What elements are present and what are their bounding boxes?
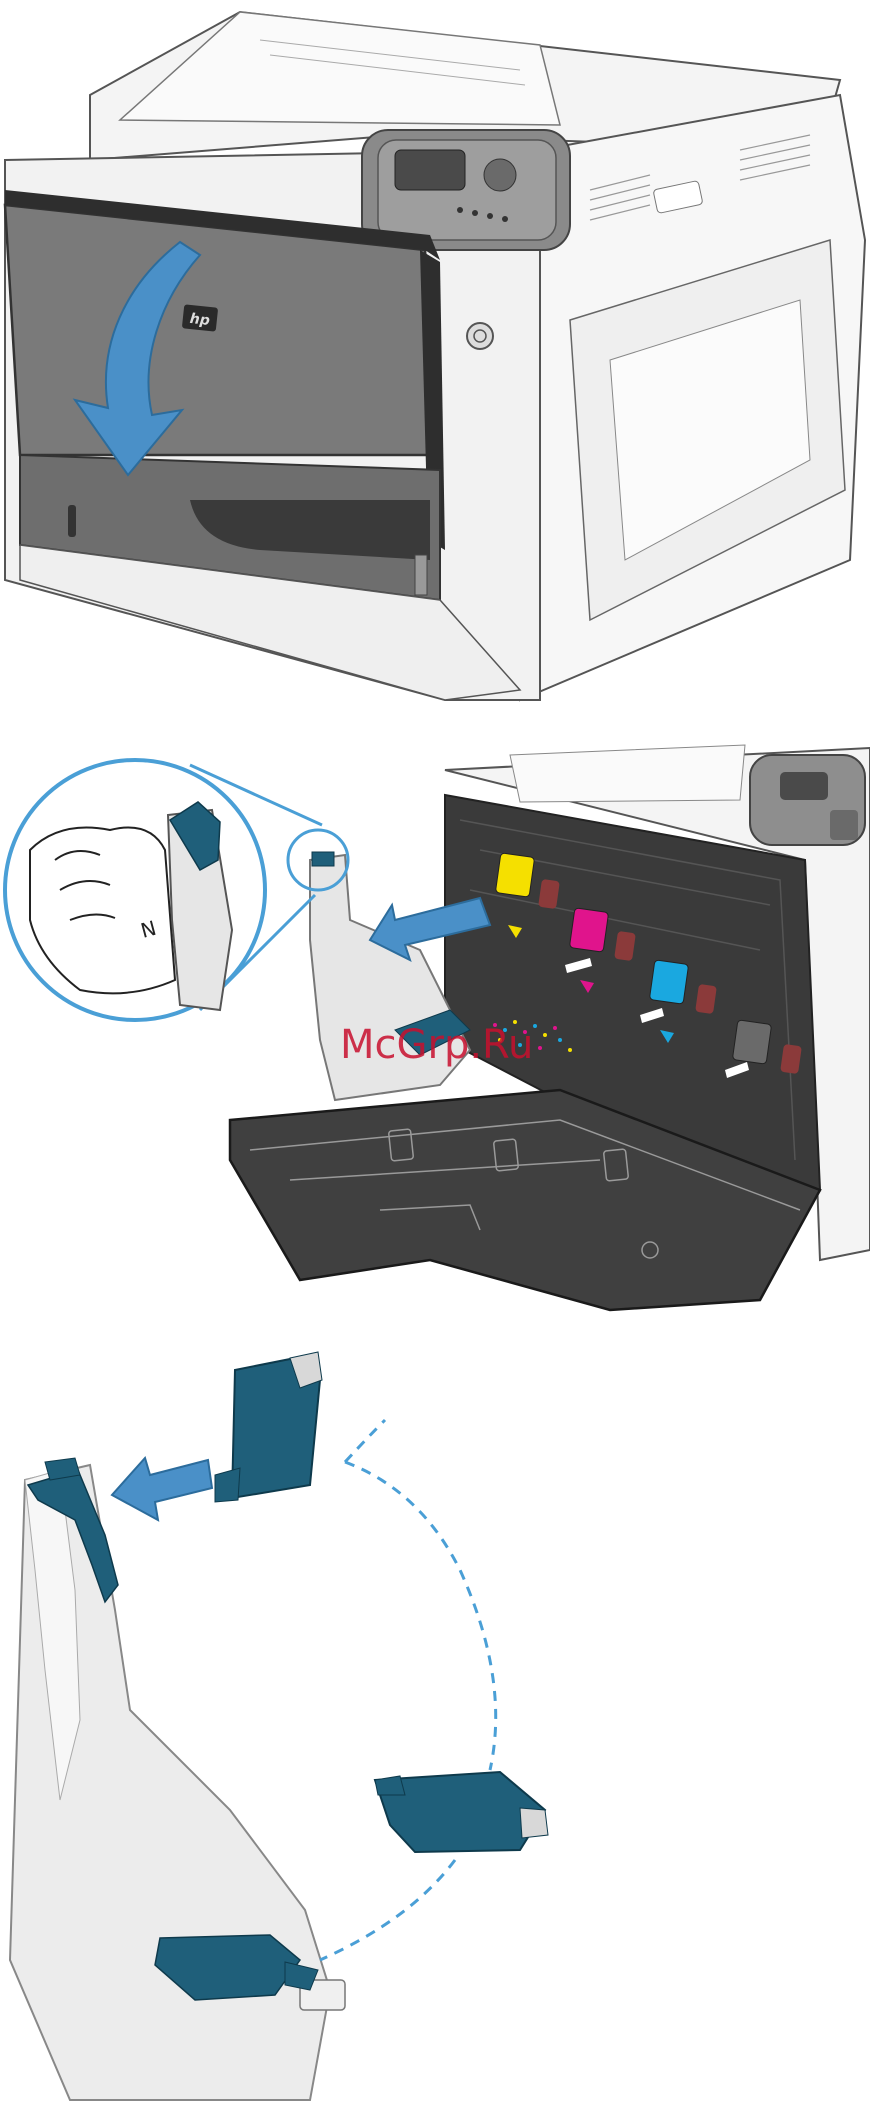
cap-rotated[interactable] <box>375 1772 548 1852</box>
svg-text:hp: hp <box>189 311 211 329</box>
toner-black <box>732 1020 771 1064</box>
toner-cyan <box>649 960 688 1004</box>
toner-yellow <box>495 853 534 897</box>
toner-magenta <box>569 908 608 952</box>
cap-removed[interactable] <box>215 1352 322 1502</box>
watermark: McGrp.Ru <box>340 1022 533 1068</box>
step-cap-collection-unit <box>0 1340 870 2112</box>
step-open-front-door: hp <box>0 0 870 720</box>
left-arrow-icon <box>112 1458 212 1520</box>
zoom-callout: N <box>5 760 265 1020</box>
dashed-path-icon <box>345 1462 496 1770</box>
printer-open-illustration: N McGrp.Ru <box>0 740 870 1340</box>
step-remove-collection-unit: N McGrp.Ru <box>0 740 870 1340</box>
collection-unit-illustration <box>0 1340 870 2112</box>
hp-logo: hp <box>182 304 218 331</box>
printer-illustration: hp <box>0 0 870 720</box>
